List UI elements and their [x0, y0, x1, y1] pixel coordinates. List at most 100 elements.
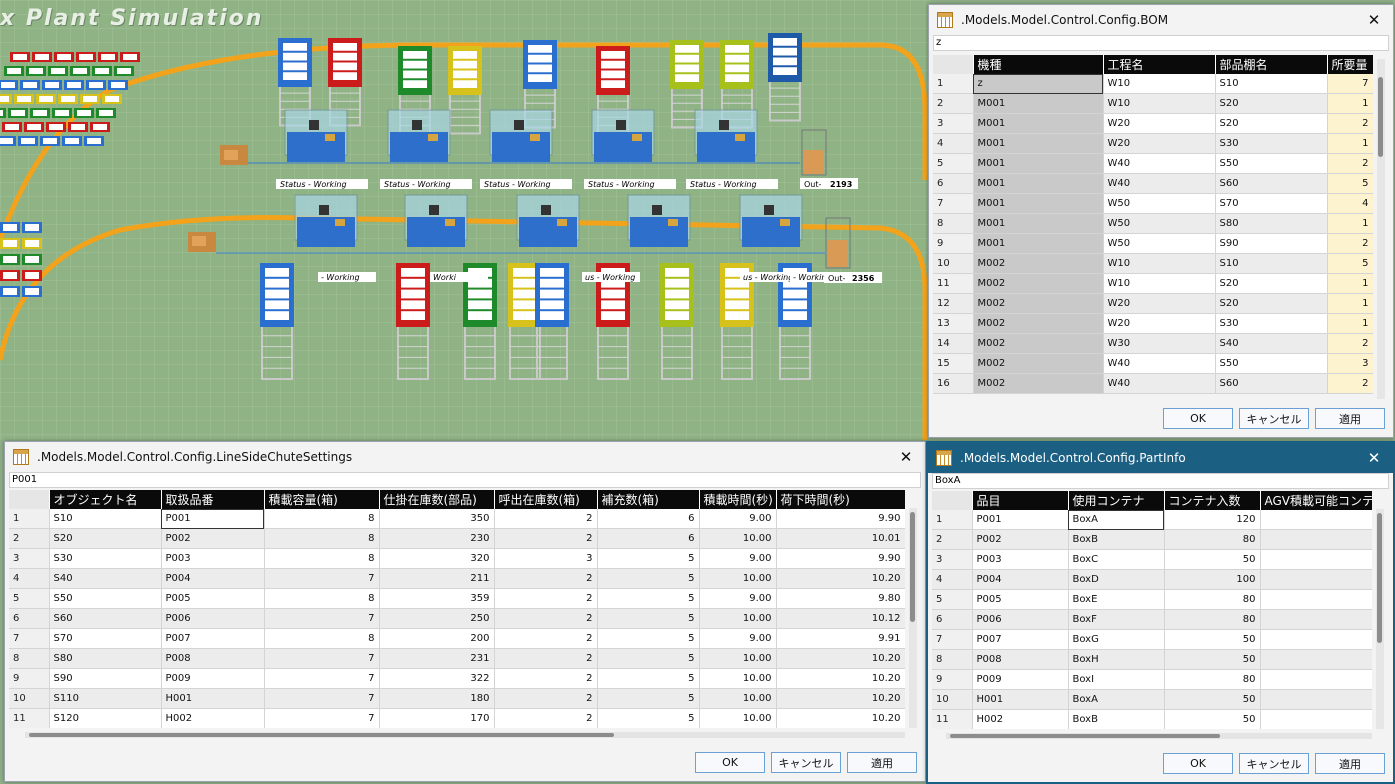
table-cell[interactable]: 2	[1327, 113, 1373, 134]
partinfo-horizontal-scrollbar[interactable]	[946, 733, 1372, 739]
table-cell[interactable]: BoxI	[1068, 669, 1165, 690]
table-cell[interactable]	[1260, 689, 1372, 710]
table-cell[interactable]: 3	[1327, 353, 1373, 374]
table-cell[interactable]: W40	[1103, 373, 1216, 394]
table-cell[interactable]: 5	[597, 568, 700, 589]
table-cell[interactable]: 7	[264, 668, 380, 689]
column-header[interactable]: 機種	[973, 55, 1104, 74]
table-cell[interactable]: S60	[1215, 173, 1328, 194]
column-header[interactable]: 仕掛在庫数(部品)	[379, 490, 495, 509]
table-cell[interactable]: S20	[1215, 273, 1328, 294]
table-cell[interactable]: 1	[1327, 93, 1373, 114]
table-cell[interactable]: P007	[161, 628, 265, 649]
table-cell[interactable]: M001	[973, 173, 1104, 194]
table-cell[interactable]: 9.90	[776, 548, 905, 569]
ok-button[interactable]: OK	[695, 752, 765, 773]
table-cell[interactable]: 8	[264, 628, 380, 649]
table-cell[interactable]: 1	[1327, 133, 1373, 154]
column-header[interactable]: 使用コンテナ	[1068, 491, 1165, 510]
table-cell[interactable]: S50	[1215, 353, 1328, 374]
table-cell[interactable]: W20	[1103, 133, 1216, 154]
partinfo-grid[interactable]: 品目使用コンテナコンテナ入数AGV積載可能コンテナ1P001BoxA1202P0…	[932, 491, 1372, 729]
table-cell[interactable]: 2	[494, 568, 598, 589]
table-cell[interactable]: 8	[264, 509, 380, 529]
table-cell[interactable]: W10	[1103, 273, 1216, 294]
table-cell[interactable]: 10.20	[776, 648, 905, 669]
table-cell[interactable]	[1260, 529, 1372, 550]
table-cell[interactable]: 2	[1327, 233, 1373, 254]
table-cell[interactable]: S80	[49, 648, 162, 669]
table-cell[interactable]: 10.20	[776, 688, 905, 709]
storage-shelf[interactable]	[535, 263, 569, 380]
apply-button[interactable]: 適用	[847, 752, 917, 773]
table-cell[interactable]: 120	[1164, 510, 1261, 530]
table-cell[interactable]: M001	[973, 233, 1104, 254]
table-cell[interactable]: BoxB	[1068, 709, 1165, 729]
table-cell[interactable]: 2	[494, 588, 598, 609]
table-cell[interactable]: 7	[1327, 74, 1373, 94]
table-cell[interactable]: 3	[494, 548, 598, 569]
table-cell[interactable]: M001	[973, 213, 1104, 234]
table-cell[interactable]: 6	[597, 528, 700, 549]
column-header[interactable]: 積載時間(秒)	[699, 490, 777, 509]
table-cell[interactable]: 8	[264, 528, 380, 549]
table-cell[interactable]: S10	[49, 509, 162, 529]
partinfo-window[interactable]: .Models.Model.Control.Config.PartInfo ✕ …	[926, 441, 1395, 784]
storage-shelf[interactable]	[660, 263, 694, 380]
table-cell[interactable]: BoxG	[1068, 629, 1165, 650]
table-cell[interactable]: M002	[973, 313, 1104, 334]
table-cell[interactable]: 5	[597, 628, 700, 649]
table-cell[interactable]: 80	[1164, 589, 1261, 610]
table-cell[interactable]: S30	[1215, 133, 1328, 154]
table-cell[interactable]: P001	[972, 510, 1069, 530]
table-cell[interactable]: S90	[1215, 233, 1328, 254]
table-cell[interactable]: H002	[161, 708, 265, 728]
table-cell[interactable]: 5	[597, 688, 700, 709]
table-cell[interactable]: S90	[49, 668, 162, 689]
table-cell[interactable]: 7	[264, 608, 380, 629]
workstation[interactable]	[591, 109, 655, 162]
storage-shelf[interactable]	[448, 46, 482, 135]
table-cell[interactable]: 9.00	[699, 628, 777, 649]
bom-window[interactable]: .Models.Model.Control.Config.BOM ✕ z 機種工…	[928, 4, 1394, 438]
table-cell[interactable]: 1	[1327, 313, 1373, 334]
table-cell[interactable]: S70	[49, 628, 162, 649]
close-icon[interactable]: ✕	[1367, 449, 1381, 467]
table-cell[interactable]: BoxA	[1068, 689, 1165, 710]
table-cell[interactable]: W40	[1103, 153, 1216, 174]
table-cell[interactable]: 10.01	[776, 528, 905, 549]
table-cell[interactable]: 1	[1327, 273, 1373, 294]
column-header[interactable]: コンテナ入数	[1164, 491, 1261, 510]
table-cell[interactable]: P006	[972, 609, 1069, 630]
lineside-horizontal-scrollbar[interactable]	[25, 732, 905, 738]
table-cell[interactable]: M002	[973, 293, 1104, 314]
table-cell[interactable]: S20	[1215, 93, 1328, 114]
table-cell[interactable]: H001	[161, 688, 265, 709]
table-cell[interactable]: W10	[1103, 93, 1216, 114]
apply-button[interactable]: 適用	[1315, 753, 1385, 774]
workstation[interactable]	[739, 194, 803, 247]
table-cell[interactable]: W20	[1103, 113, 1216, 134]
table-cell[interactable]: P006	[161, 608, 265, 629]
table-cell[interactable]: 2	[494, 608, 598, 629]
storage-shelf[interactable]	[278, 38, 312, 127]
column-header[interactable]: AGV積載可能コンテナ	[1260, 491, 1372, 510]
